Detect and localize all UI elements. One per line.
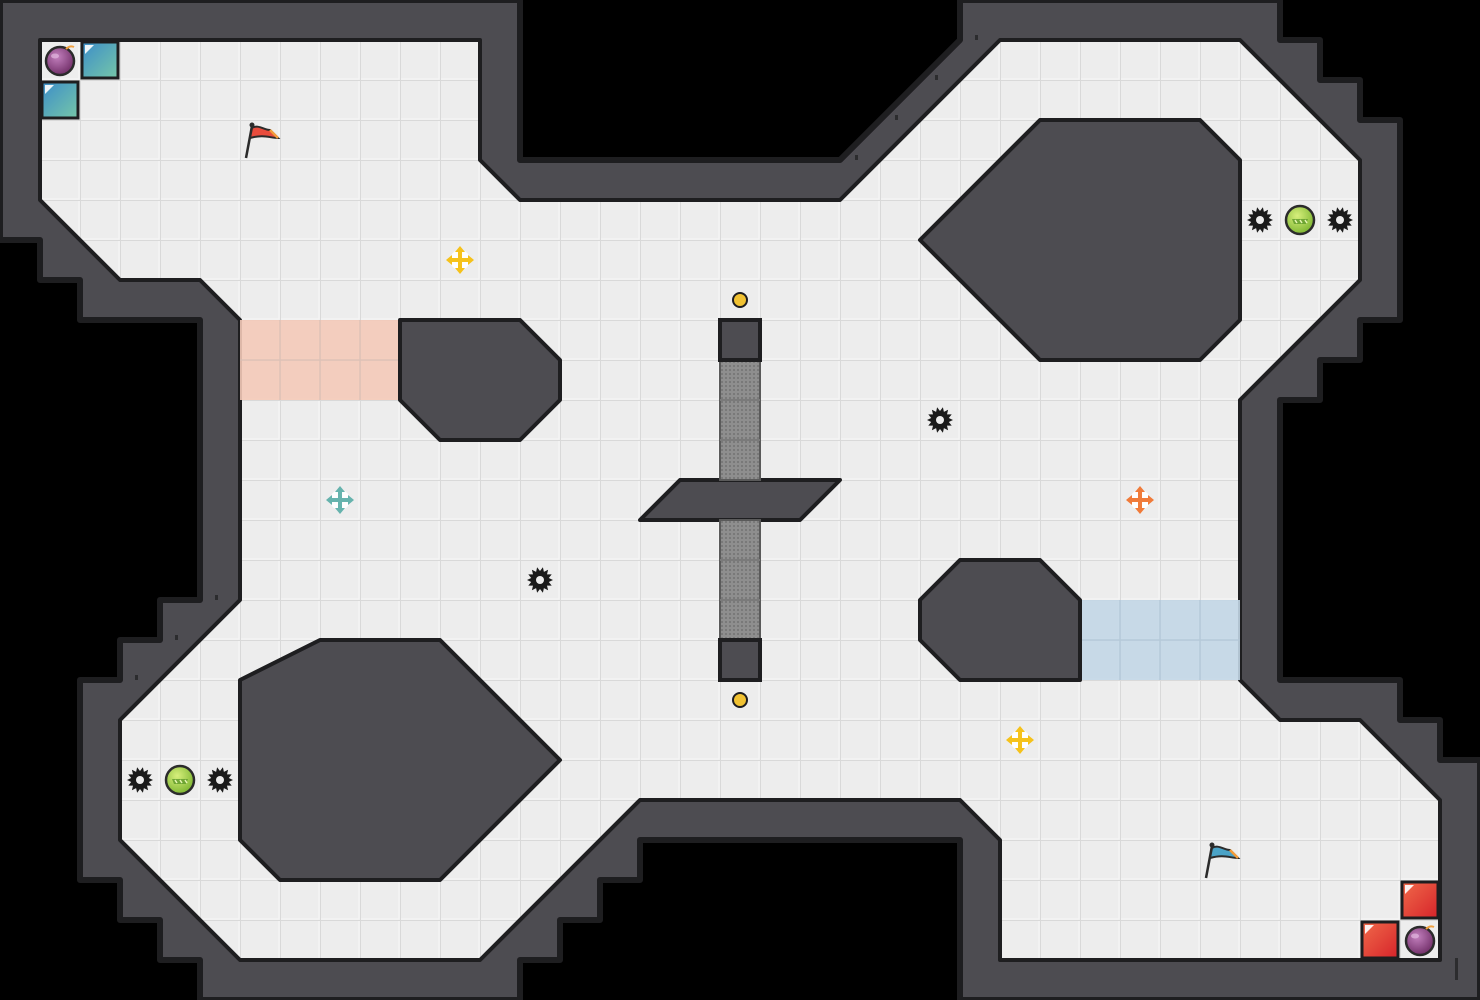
- spike-icon: [927, 407, 953, 433]
- teal-boost-icon: [326, 486, 354, 514]
- spike-icon: [1327, 207, 1353, 233]
- spike-icon: [527, 567, 553, 593]
- red-flag-icon: [244, 122, 281, 159]
- gate-end-top: [718, 318, 762, 362]
- spike-icon: [1247, 207, 1273, 233]
- blue-portal-icon: [80, 40, 120, 80]
- yellow-boost-icon: [1006, 726, 1034, 754]
- bomb-icon: [44, 45, 76, 77]
- spike-icon: [207, 767, 233, 793]
- wall-octagon-top-right: [918, 118, 1242, 362]
- wall-hex-right: [918, 558, 1082, 682]
- powerup-icon: [1284, 204, 1316, 236]
- wall-octagon-bottom-left: [238, 638, 562, 882]
- blue-flag-icon: [1204, 842, 1241, 879]
- red-portal-icon: [1360, 920, 1400, 960]
- gate-end-bottom: [718, 638, 762, 682]
- orange-boost-icon: [1126, 486, 1154, 514]
- inner-walls: [238, 118, 1242, 882]
- powerup-icon: [164, 764, 196, 796]
- red-portal-icon: [1400, 880, 1440, 920]
- blue-portal-icon: [40, 80, 80, 120]
- bomb-icon: [1404, 925, 1436, 957]
- wall-center-bar: [638, 478, 842, 522]
- gate-button-icon[interactable]: [732, 692, 748, 708]
- yellow-boost-icon: [446, 246, 474, 274]
- spike-icon: [127, 767, 153, 793]
- gate-button-icon[interactable]: [732, 292, 748, 308]
- wall-hex-left: [398, 318, 562, 442]
- center-gate: [718, 318, 762, 682]
